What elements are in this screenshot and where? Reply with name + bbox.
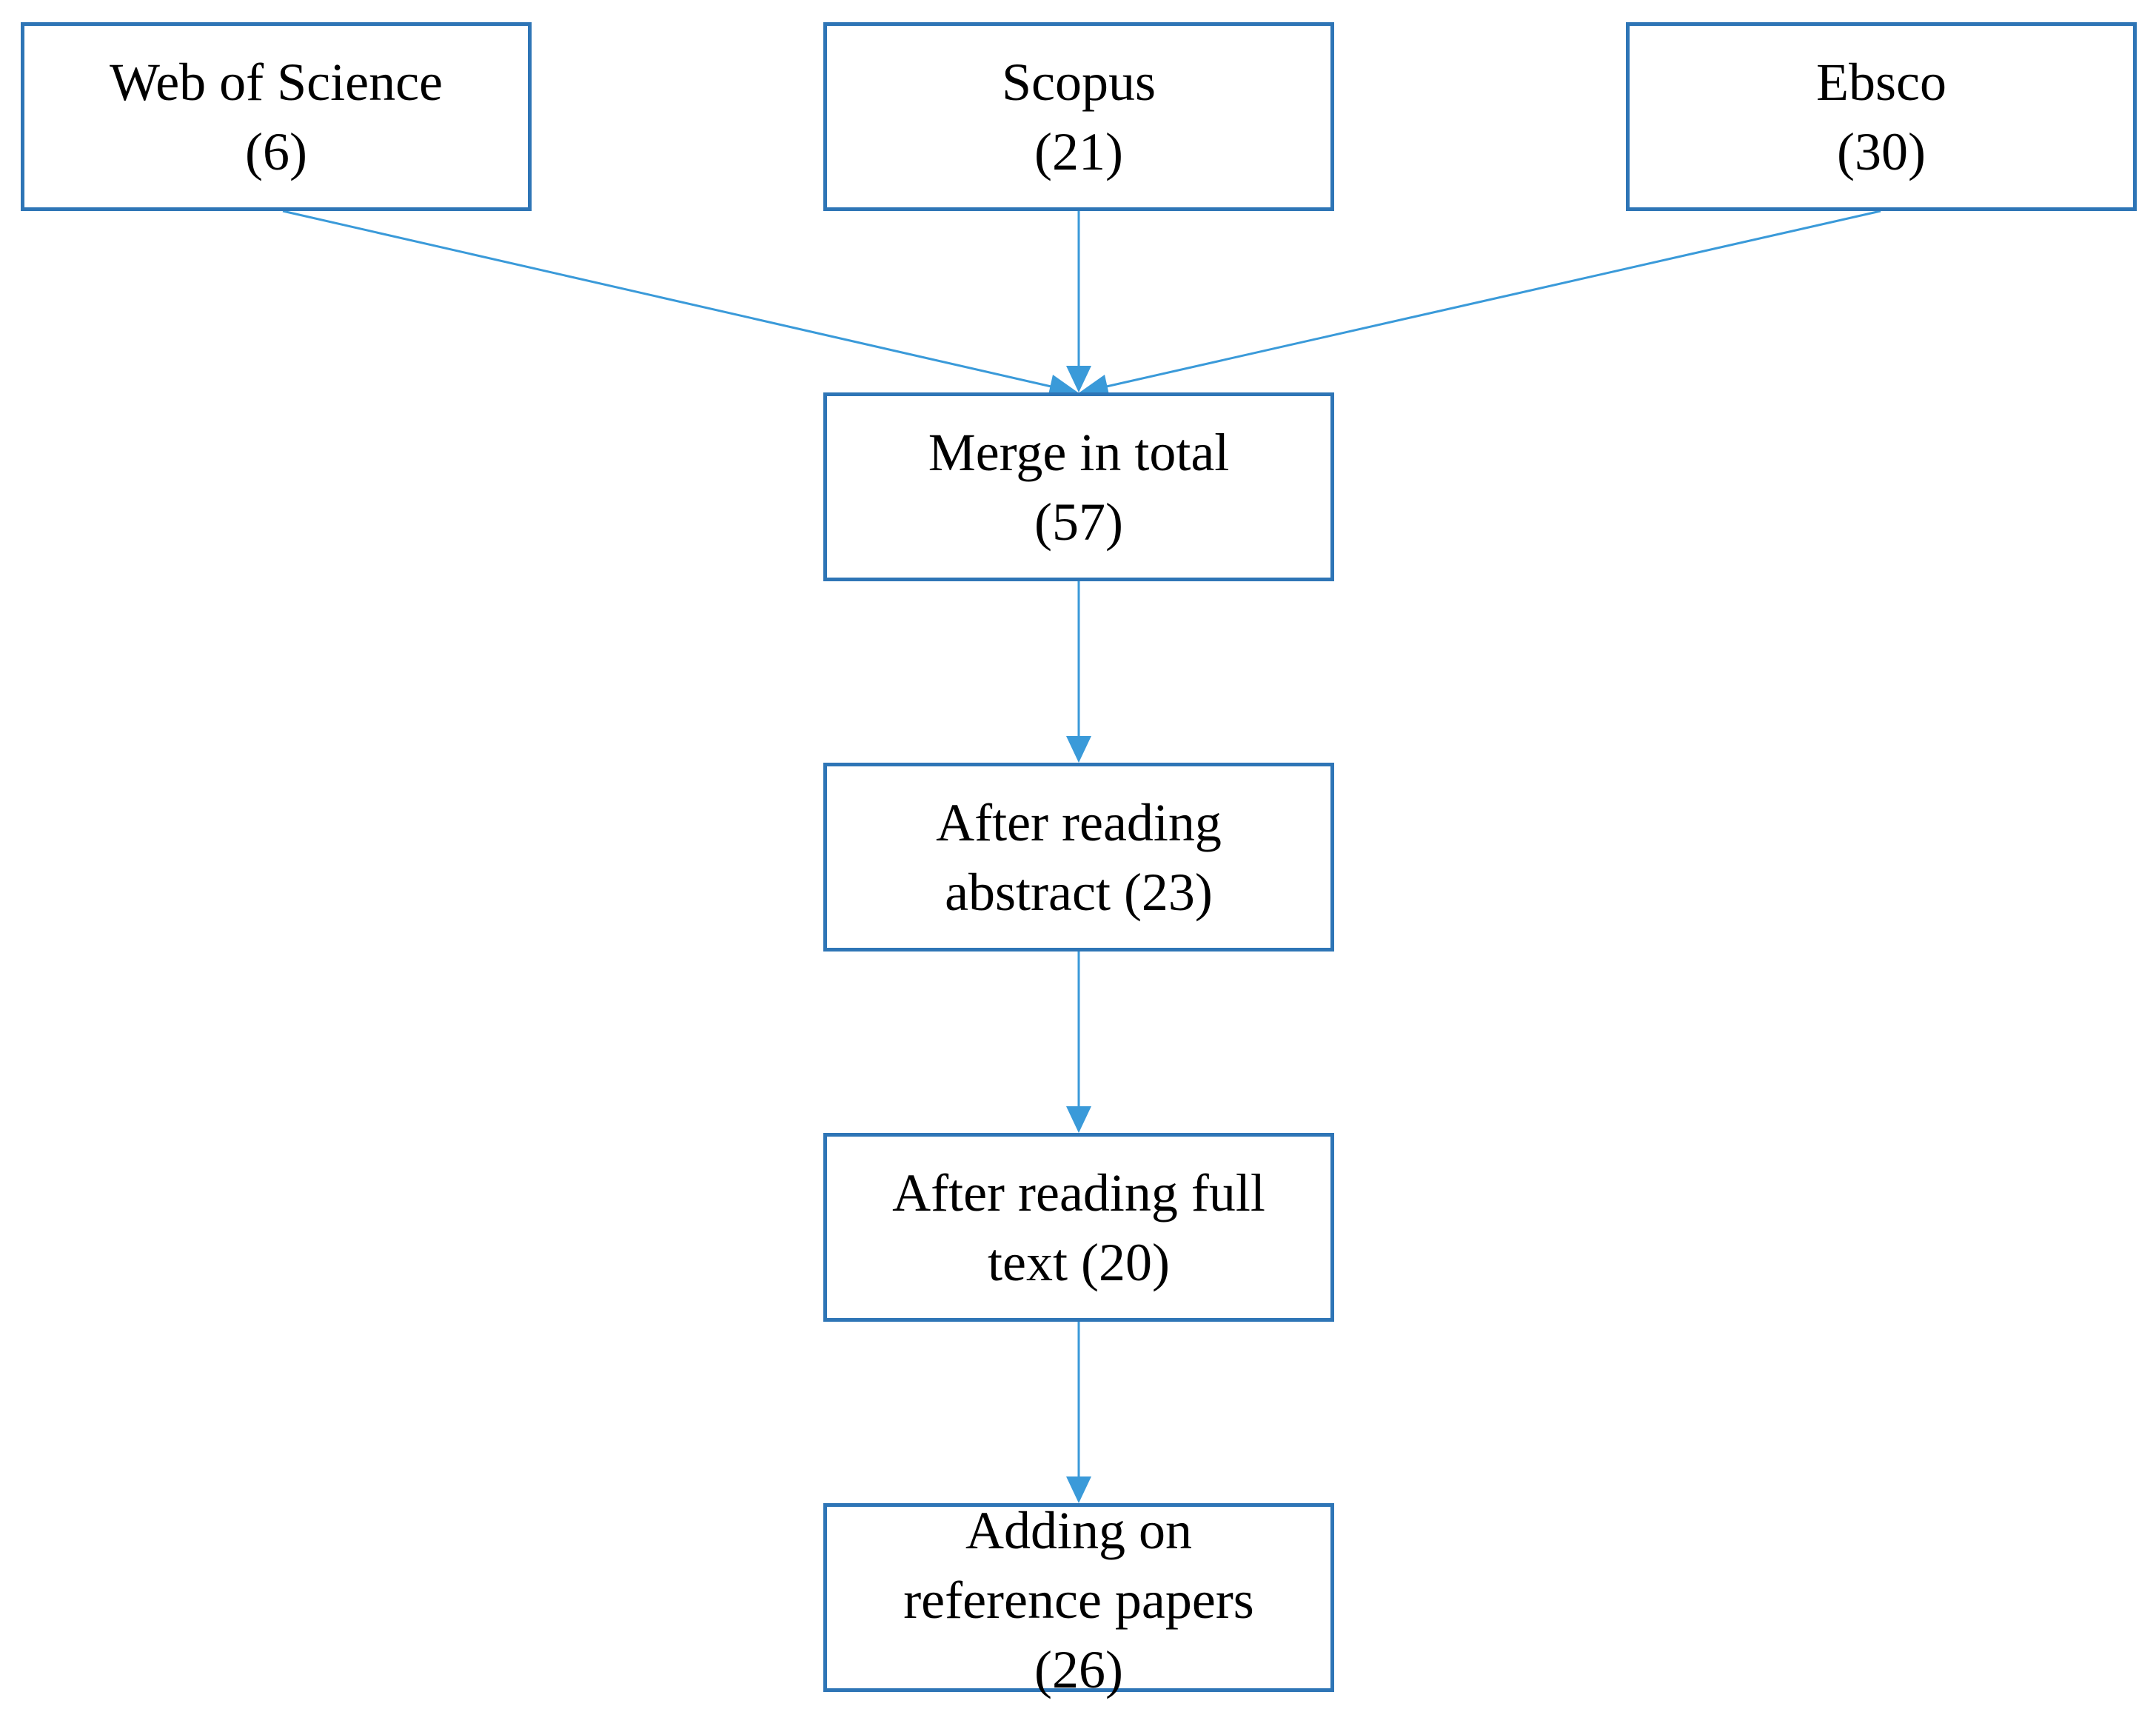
- node-scopus-count: (21): [1034, 121, 1123, 181]
- node-merge-title: Merge in total: [928, 422, 1230, 482]
- node-adding-reference-papers: Adding on reference papers (26): [823, 1501, 1334, 1699]
- arrowhead-wos: [1048, 375, 1078, 395]
- node-abstract-line2: abstract (23): [945, 862, 1213, 922]
- arrowhead-scopus: [1066, 366, 1091, 392]
- node-merge-count: (57): [1034, 492, 1123, 552]
- arrowhead-fulltext: [1066, 1106, 1091, 1133]
- node-after-reading-abstract: After reading abstract (23): [823, 763, 1334, 952]
- node-scopus: Scopus (21): [823, 22, 1334, 211]
- arrowhead-adding: [1066, 1476, 1091, 1503]
- arrowhead-abstract: [1066, 736, 1091, 763]
- node-adding-line1: Adding on: [965, 1500, 1192, 1560]
- node-adding-line2: reference papers: [903, 1570, 1254, 1630]
- node-fulltext-line1: After reading full: [892, 1163, 1265, 1223]
- node-ebsco: Ebsco (30): [1626, 22, 2137, 211]
- node-scopus-title: Scopus: [1001, 52, 1156, 112]
- node-after-reading-full-text: After reading full text (20): [823, 1133, 1334, 1322]
- node-adding-line3: (26): [1034, 1639, 1123, 1699]
- node-ebsco-title: Ebsco: [1816, 52, 1946, 112]
- node-merge-in-total: Merge in total (57): [823, 392, 1334, 581]
- node-web-of-science-title: Web of Science: [110, 52, 443, 112]
- node-abstract-line1: After reading: [936, 792, 1222, 852]
- arrow-ebsco-to-merge: [1086, 210, 1881, 392]
- node-web-of-science: Web of Science (6): [21, 22, 532, 211]
- arrow-wos-to-merge: [282, 210, 1071, 392]
- arrowhead-ebsco: [1079, 375, 1109, 395]
- node-web-of-science-count: (6): [245, 121, 307, 181]
- node-ebsco-count: (30): [1837, 121, 1926, 181]
- node-fulltext-line2: text (20): [988, 1232, 1170, 1292]
